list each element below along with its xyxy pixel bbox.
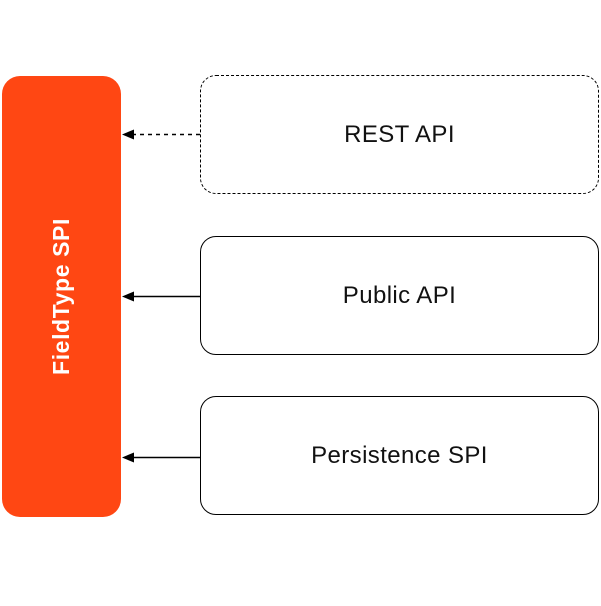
arrow-persistence-spi <box>122 452 200 463</box>
public-api-label: Public API <box>342 281 457 309</box>
fieldtype-spi-block: FieldType SPI <box>2 76 121 517</box>
arrow-rest-api <box>122 129 200 140</box>
fieldtype-spi-label: FieldType SPI <box>48 218 75 375</box>
public-api-box: Public API <box>200 236 599 355</box>
persistence-spi-box: Persistence SPI <box>200 396 599 515</box>
persistence-spi-label: Persistence SPI <box>311 441 488 469</box>
rest-api-label: REST API <box>344 120 455 148</box>
rest-api-box: REST API <box>200 75 599 194</box>
arrow-public-api <box>122 291 200 302</box>
